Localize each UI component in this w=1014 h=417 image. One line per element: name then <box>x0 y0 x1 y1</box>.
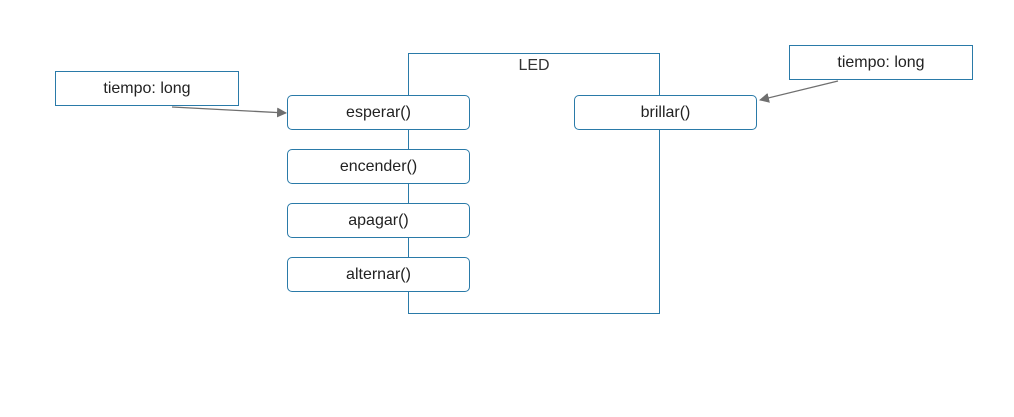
arrow-param-to-brillar <box>759 80 839 103</box>
method-esperar[interactable]: esperar() <box>287 95 470 130</box>
arrow-param-to-esperar <box>171 106 287 118</box>
class-title: LED <box>518 57 550 74</box>
method-alternar[interactable]: alternar() <box>287 257 470 292</box>
method-apagar[interactable]: apagar() <box>287 203 470 238</box>
param-right[interactable]: tiempo: long <box>789 45 973 80</box>
method-brillar[interactable]: brillar() <box>574 95 757 130</box>
method-encender[interactable]: encender() <box>287 149 470 184</box>
param-left[interactable]: tiempo: long <box>55 71 239 106</box>
